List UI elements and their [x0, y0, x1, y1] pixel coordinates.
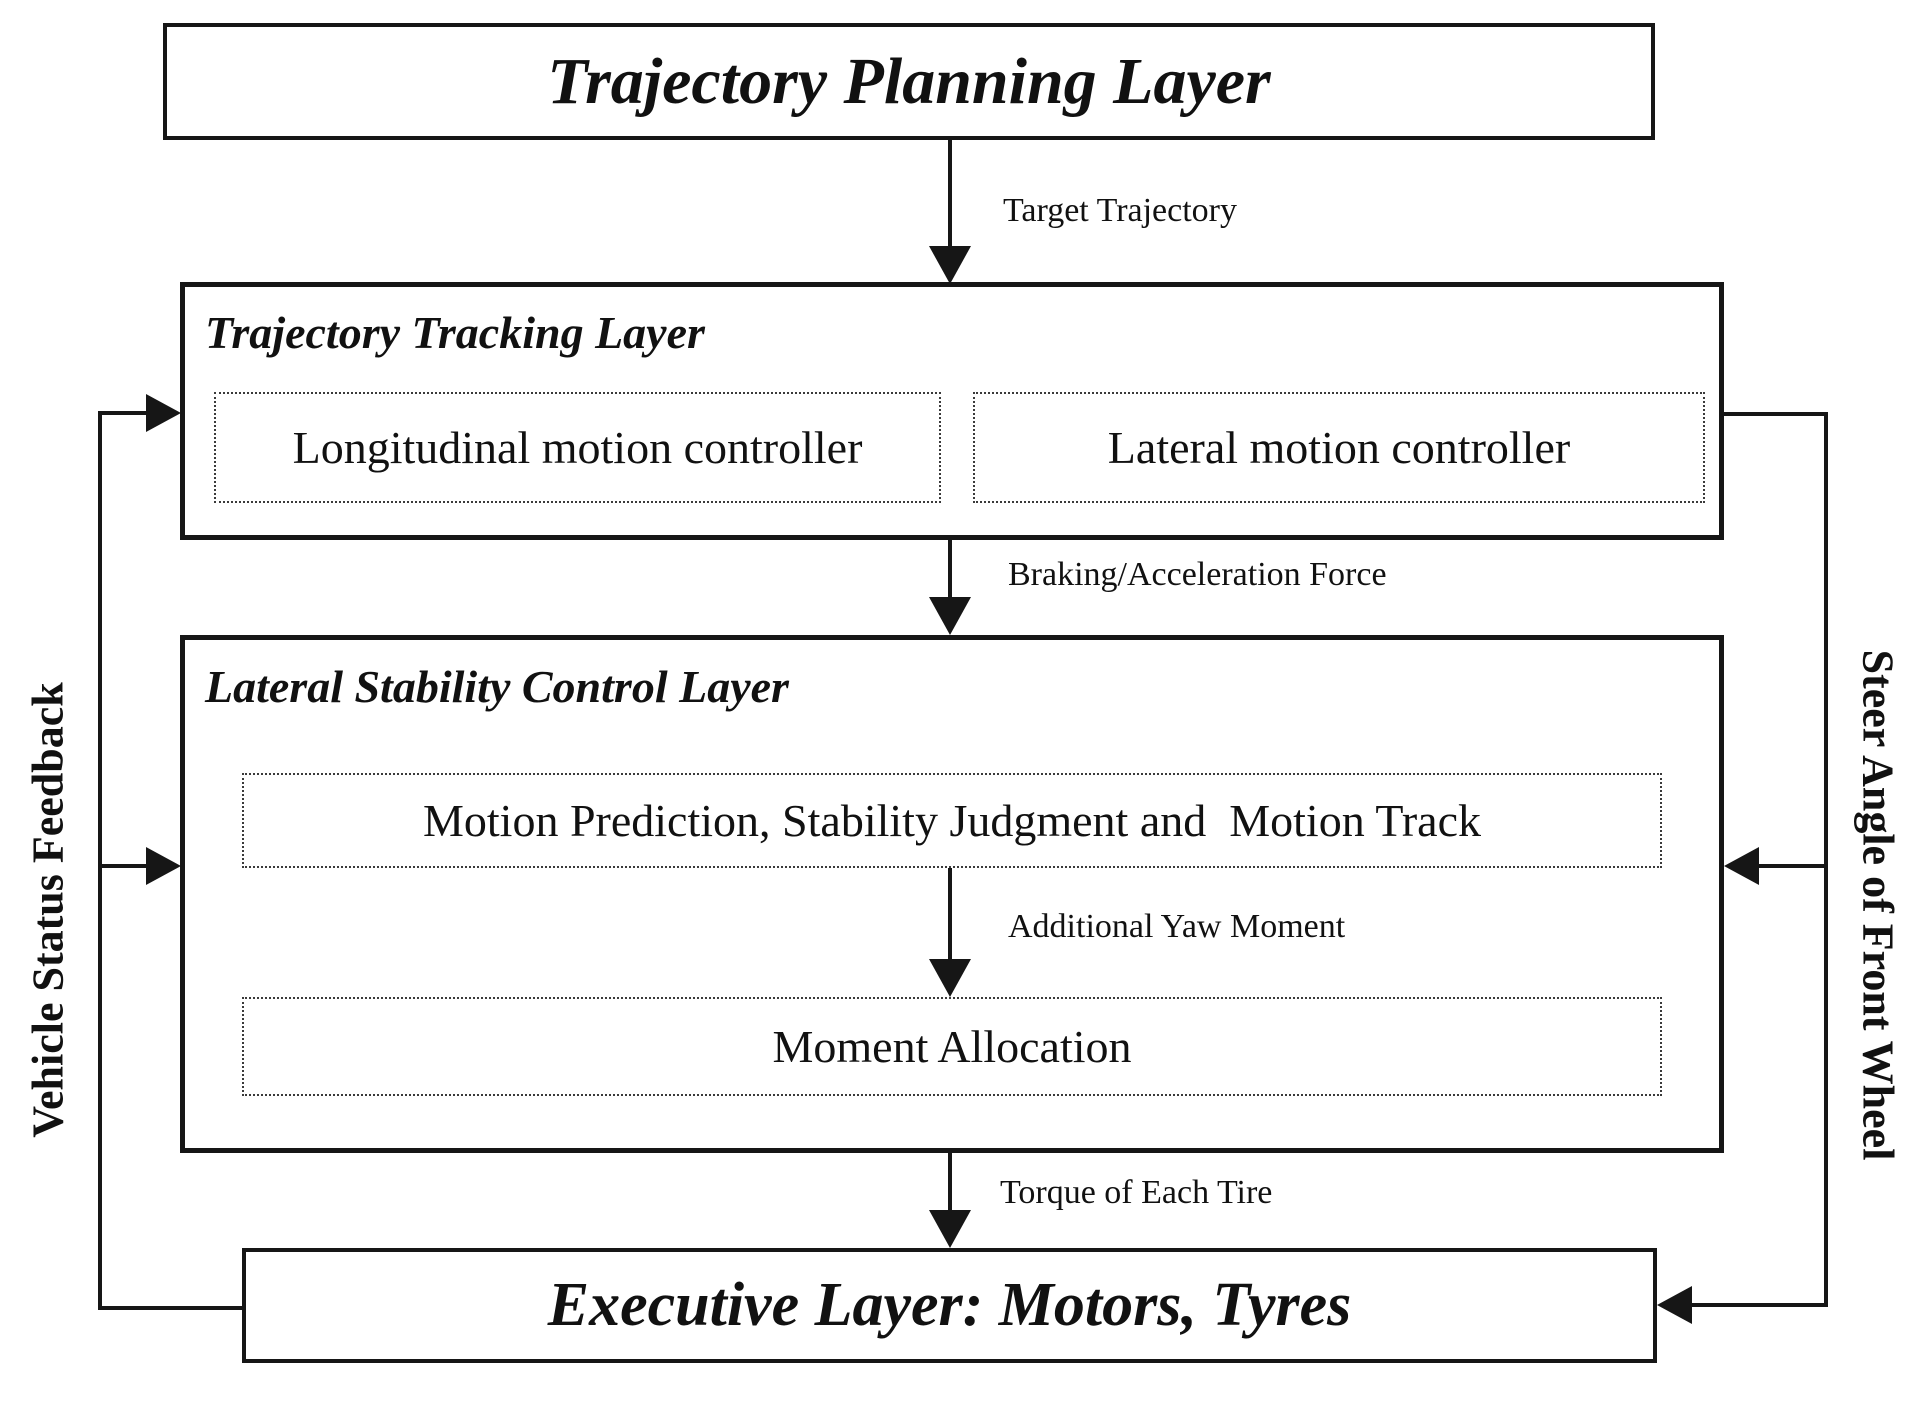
arrow-target-trajectory-head [929, 246, 971, 284]
steer-line-top-stub [1722, 412, 1828, 416]
feedback-arrow-into-tracking [146, 394, 181, 432]
arrow-torque-head [929, 1210, 971, 1248]
feedback-line-vertical [98, 411, 102, 1310]
arrow-torque-shaft [948, 1153, 952, 1213]
label-vehicle-status-feedback: Vehicle Status Feedback [23, 682, 73, 1138]
steer-line-mid [1759, 864, 1828, 868]
feedback-line-mid [98, 864, 146, 868]
steer-line-vertical [1824, 412, 1828, 1307]
moment-allocation-label: Moment Allocation [772, 1021, 1132, 1072]
arrow-yaw-moment-head [929, 959, 971, 997]
arrow-target-trajectory-shaft [948, 140, 952, 248]
longitudinal-controller-box: Longitudinal motion controller [214, 392, 941, 503]
moment-allocation-box: Moment Allocation [242, 997, 1662, 1096]
label-steer-angle-front-wheel: Steer Angle of Front Wheel [1853, 649, 1903, 1161]
motion-prediction-box: Motion Prediction, Stability Judgment an… [242, 773, 1662, 868]
arrow-yaw-moment-shaft [948, 868, 952, 961]
executive-layer-box: Executive Layer: Motors, Tyres [242, 1248, 1657, 1363]
steer-line-bottom [1692, 1303, 1828, 1307]
arrow-braking-force-head [929, 597, 971, 635]
planning-layer-box: Trajectory Planning Layer [163, 23, 1655, 140]
longitudinal-controller-label: Longitudinal motion controller [292, 422, 863, 473]
feedback-line-bottom [98, 1306, 246, 1310]
label-target-trajectory: Target Trajectory [1003, 192, 1237, 229]
feedback-arrow-into-stability [146, 847, 181, 885]
steer-arrow-into-executive [1657, 1286, 1692, 1324]
label-braking-acceleration-force: Braking/Acceleration Force [1008, 556, 1387, 593]
label-torque-of-each-tire: Torque of Each Tire [1000, 1174, 1273, 1211]
steer-arrow-into-stability [1724, 847, 1759, 885]
lateral-controller-box: Lateral motion controller [973, 392, 1705, 503]
arrow-braking-force-shaft [948, 540, 952, 600]
label-additional-yaw-moment: Additional Yaw Moment [1008, 908, 1346, 945]
stability-layer-title: Lateral Stability Control Layer [205, 661, 789, 712]
feedback-line-top [98, 411, 146, 415]
lateral-controller-label: Lateral motion controller [1107, 422, 1571, 473]
tracking-layer-title: Trajectory Tracking Layer [205, 307, 705, 358]
planning-layer-title: Trajectory Planning Layer [547, 44, 1271, 118]
executive-layer-title: Executive Layer: Motors, Tyres [547, 1271, 1352, 1339]
motion-prediction-label: Motion Prediction, Stability Judgment an… [423, 795, 1481, 846]
